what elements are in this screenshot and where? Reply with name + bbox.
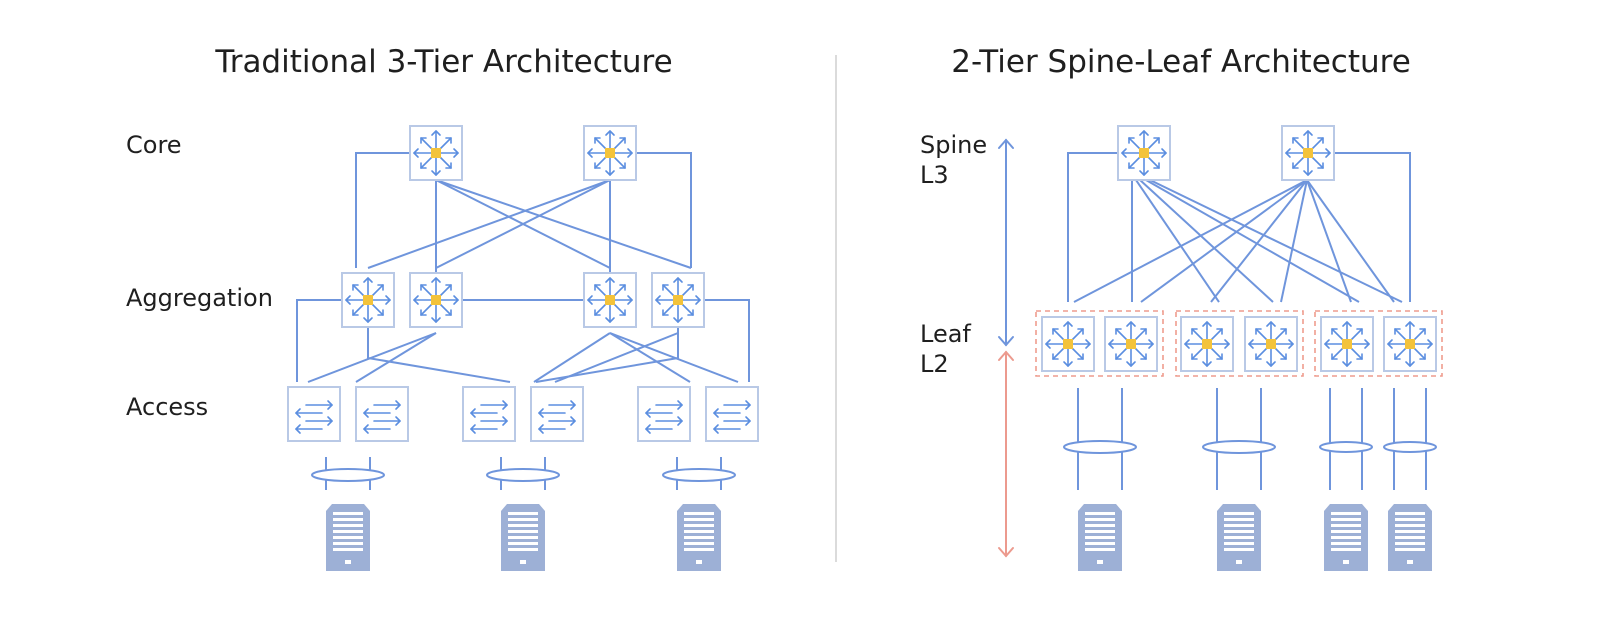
leaf-pair-2-group — [1175, 310, 1304, 377]
core-router-1-icon — [409, 125, 463, 181]
l2-domain-groups — [1035, 310, 1443, 377]
core-routers — [409, 125, 637, 181]
core-router-2-icon — [583, 125, 637, 181]
server-icon — [677, 504, 721, 571]
link-bundles-left — [311, 468, 736, 482]
spine-leaf-panel: 2-Tier Spine-Leaf Architecture Spine L3 … — [920, 44, 1443, 571]
core-label: Core — [126, 131, 182, 159]
leaf-layer-label: L2 — [920, 350, 949, 378]
link-bundle-icon — [1383, 441, 1437, 453]
server-icon — [1324, 504, 1368, 571]
leaf-pair-1-group — [1035, 310, 1164, 377]
access-switch-4-icon — [530, 386, 584, 442]
spine-label: Spine — [920, 131, 987, 159]
leaf-routers — [1041, 316, 1437, 372]
three-tier-panel: Traditional 3-Tier Architecture Core Agg… — [126, 44, 759, 571]
spine-router-1-icon — [1117, 125, 1171, 181]
access-label: Access — [126, 393, 208, 421]
aggregation-router-2-icon — [409, 272, 463, 328]
link-bundle-icon — [311, 468, 385, 482]
server-icon — [1078, 504, 1122, 571]
leaf-router-5-icon — [1320, 316, 1374, 372]
spine-router-2-icon — [1281, 125, 1335, 181]
three-tier-title: Traditional 3-Tier Architecture — [214, 44, 672, 80]
spine-layer-label: L3 — [920, 161, 949, 189]
link-bundle-icon — [486, 468, 560, 482]
servers-left — [326, 504, 721, 571]
spine-leaf-links — [1067, 152, 1427, 490]
link-bundle-icon — [662, 468, 736, 482]
leaf-router-4-icon — [1244, 316, 1298, 372]
aggregation-router-1-icon — [341, 272, 395, 328]
server-icon — [501, 504, 545, 571]
access-switch-2-icon — [355, 386, 409, 442]
aggregation-label: Aggregation — [126, 284, 273, 312]
spine-leaf-title: 2-Tier Spine-Leaf Architecture — [951, 44, 1411, 80]
leaf-router-2-icon — [1104, 316, 1158, 372]
servers-right — [1078, 504, 1432, 571]
aggregation-router-4-icon — [651, 272, 705, 328]
link-bundles-right — [1063, 440, 1437, 454]
leaf-label: Leaf — [920, 320, 971, 348]
layer-span-arrows — [998, 138, 1014, 558]
access-switch-3-icon — [462, 386, 516, 442]
leaf-router-3-icon — [1180, 316, 1234, 372]
spine-routers — [1117, 125, 1335, 181]
server-icon — [326, 504, 370, 571]
leaf-router-6-icon — [1383, 316, 1437, 372]
access-switch-5-icon — [637, 386, 691, 442]
leaf-pair-3-group — [1314, 310, 1443, 377]
server-icon — [1217, 504, 1261, 571]
access-switch-6-icon — [705, 386, 759, 442]
three-tier-links — [296, 152, 750, 490]
server-icon — [1388, 504, 1432, 571]
aggregation-router-3-icon — [583, 272, 637, 328]
leaf-router-1-icon — [1041, 316, 1095, 372]
access-switch-1-icon — [287, 386, 341, 442]
access-switches — [287, 386, 759, 442]
link-bundle-icon — [1202, 440, 1276, 454]
link-bundle-icon — [1319, 441, 1373, 453]
link-bundle-icon — [1063, 440, 1137, 454]
